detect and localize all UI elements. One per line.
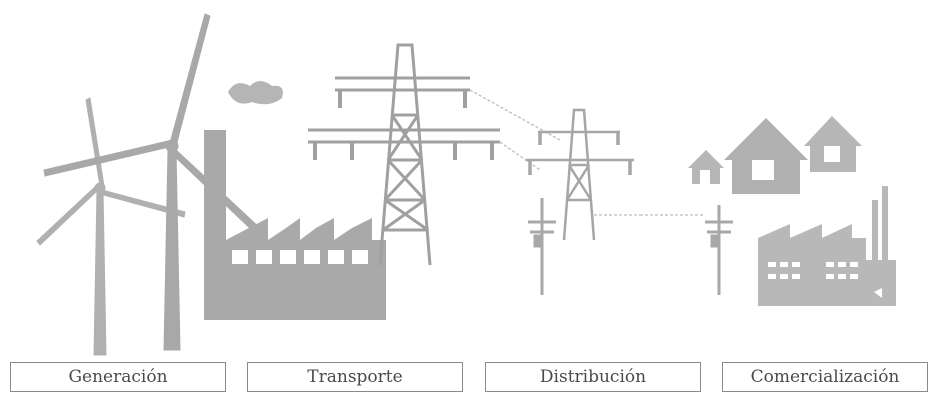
stage-label-text: Comercialización bbox=[750, 367, 900, 387]
stage-label-text: Transporte bbox=[307, 367, 403, 387]
industrial-plant-icon bbox=[758, 186, 896, 306]
factory-icon bbox=[204, 81, 386, 320]
distribution-tower-icon bbox=[526, 108, 640, 241]
stage-label-text: Generación bbox=[68, 367, 168, 387]
stage-transporte: Transporte bbox=[247, 362, 463, 392]
house-icon bbox=[688, 150, 724, 184]
utility-pole-icon bbox=[640, 205, 733, 295]
house-icon bbox=[724, 118, 808, 194]
stage-generacion: Generación bbox=[10, 362, 226, 392]
utility-pole-icon bbox=[528, 198, 556, 295]
wind-turbine-icon bbox=[36, 97, 186, 356]
stage-distribucion: Distribución bbox=[485, 362, 701, 392]
stage-comercializacion: Comercialización bbox=[722, 362, 928, 392]
transmission-tower-icon bbox=[308, 43, 561, 266]
house-icon bbox=[804, 116, 862, 172]
stage-label-text: Distribución bbox=[539, 367, 647, 387]
